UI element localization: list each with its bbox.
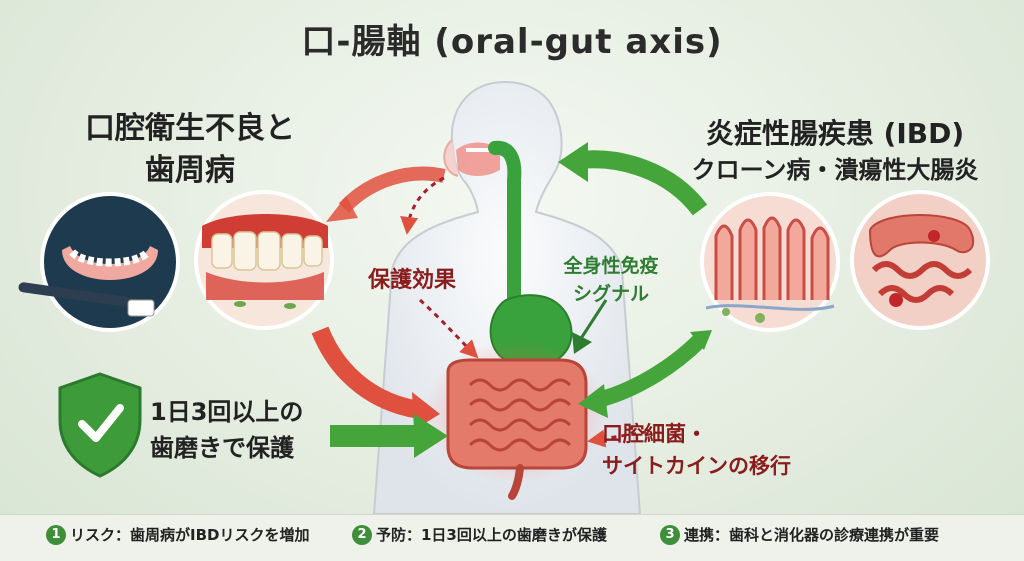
footer-item-collaboration: 3 連携：歯科と消化器の診療連携が重要 [660,524,939,545]
footer-text: 予防：1日3回以上の歯磨きが保護 [376,526,607,544]
green-arrows [330,142,712,458]
bacteria-line2: サイトカインの移行 [602,454,791,478]
brushing-protection-label: 1日3回以上の 歯磨きで保護 [150,394,303,466]
left-heading: 口腔衛生不良と 歯周病 [40,108,340,192]
brush-line2: 歯磨きで保護 [150,434,294,462]
right-heading-line2: クローン病・潰瘍性大腸炎 [691,156,979,184]
right-heading-line1: 炎症性腸疾患 (IBD) [705,117,965,150]
inflamed-colon-illustration [850,190,990,330]
inflamed-gums-illustration [194,190,334,330]
check-shield-icon [58,372,142,478]
villi-illustration [700,192,840,332]
illustration [18,80,990,514]
footer-text: リスク：歯周病がIBDリスクを増加 [70,526,310,544]
systemic-immune-signal-label: 全身性免疫 シグナル [556,252,666,308]
protective-effect-label: 保護効果 [368,268,457,293]
footer-number-badge: 1 [46,524,66,545]
footer-bar [0,514,1024,561]
footer-text: 連携：歯科と消化器の診療連携が重要 [684,526,940,544]
jaw-illustration [40,192,180,332]
page-title: 口-腸軸 (oral-gut axis) [301,22,723,62]
immune-line1: 全身性免疫 [563,255,659,277]
footer-number-badge: 2 [352,524,372,545]
left-heading-line2: 歯周病 [145,153,235,188]
intestines [424,340,608,500]
bacteria-line1: 口腔細菌・ [602,422,707,446]
footer-item-risk: 1 リスク：歯周病がIBDリスクを増加 [46,524,309,545]
toothbrush-icon [18,282,155,317]
bacteria-cytokine-label: 口腔細菌・ サイトカインの移行 [602,418,791,482]
left-heading-line1: 口腔衛生不良と [85,111,295,146]
footer-item-prevention: 2 予防：1日3回以上の歯磨きが保護 [352,524,607,545]
immune-line2: シグナル [572,283,649,305]
brush-line1: 1日3回以上の [150,398,304,426]
footer-number-badge: 3 [660,524,680,545]
